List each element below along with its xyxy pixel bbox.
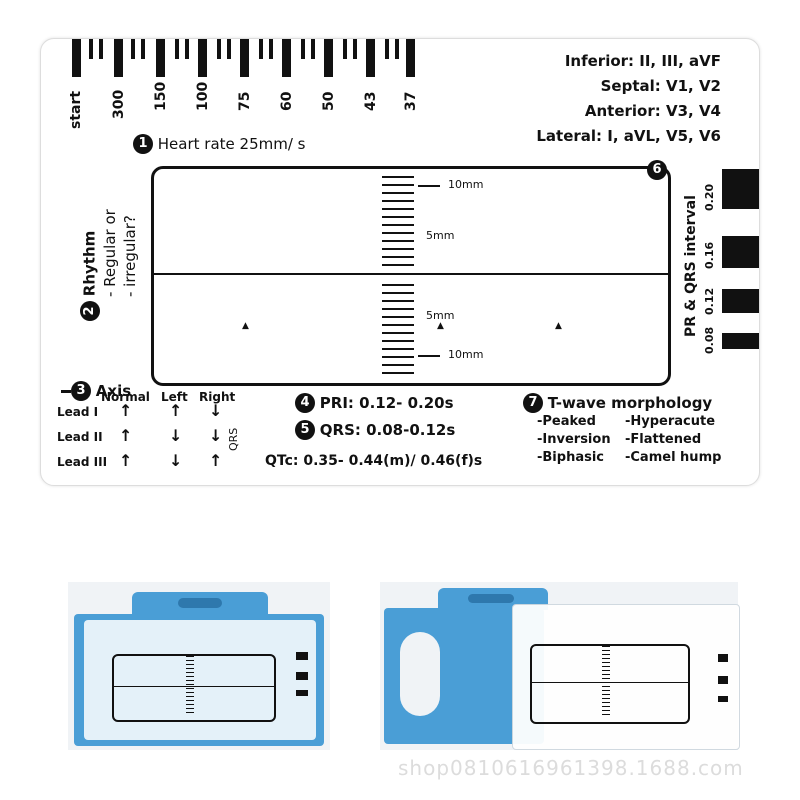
interval-value: 0.08 [703,326,716,354]
product-photo-holder-open [380,582,740,750]
qtc-text: QTc: 0.35- 0.44(m)/ 0.46(f)s [265,453,483,469]
axis-section-title: 3 Axis [61,381,131,401]
twave-list-right: -Hyperacute -Flattened -Camel hump [625,413,721,467]
axis-arrow: ↑ [119,401,133,420]
axis-lead-label: Lead I [57,405,99,419]
lead-group-anterior: Anterior: V3, V4 [584,102,721,120]
label-10mm-top: 10mm [448,178,484,191]
ruler-tick-label: 75 [237,91,253,111]
marker-triangle: ▲ [437,321,444,331]
lead-groups: Inferior: II, III, aVF Septal: V1, V2 An… [536,49,721,149]
axis-lead-label: Lead II [57,430,103,444]
lead-group-lateral: Lateral: I, aVL, V5, V6 [536,127,721,145]
twave-title: T-wave morphology [547,394,713,412]
ruler-tick-label: 150 [153,81,169,111]
twave-item: -Inversion [537,432,611,447]
rhythm-line-2: - irregular? [120,215,139,297]
label-10mm-bottom: 10mm [448,348,484,361]
label-5mm-top: 5mm [426,229,455,242]
axis-qrs-label: QRS [227,427,240,451]
axis-title: Axis [95,382,132,400]
step-number-3: 3 [71,381,91,401]
pri-text: PRI: 0.12- 0.20s [319,394,454,412]
rhythm-line-1: - Regular or [100,209,119,297]
mini-window [530,644,690,724]
twave-item: -Peaked [537,414,596,429]
marker-triangle: ▲ [242,321,249,331]
axis-arrow: ↑ [169,401,183,420]
ruler-tick-label: 50 [321,91,337,111]
step-number-1: 1 [133,134,153,154]
heart-rate-label: Heart rate 25mm/ s [157,135,306,153]
axis-header-left: Left [161,390,188,404]
interval-bar-008 [722,333,759,349]
axis-arrow: ↑ [209,451,223,470]
qrs-section: 5 QRS: 0.08-0.12s [295,420,455,440]
window-baseline [154,273,668,275]
lead-group-inferior: Inferior: II, III, aVF [564,52,721,70]
step-number-5: 5 [295,420,315,440]
ruler-tick-label: 43 [363,91,379,111]
axis-arrow: ↓ [169,451,183,470]
measuring-window: 10mm 5mm 5mm 10mm ▲ ▲ ▲ [151,166,671,386]
axis-arrow: ↓ [209,401,223,420]
heart-rate-ruler-bars [72,39,415,77]
rhythm-title: Rhythm [80,230,99,297]
holder-thumb-cutout [400,632,440,716]
ruler-tick-label: 100 [195,81,211,111]
heart-rate-section: 1 Heart rate 25mm/ s [133,134,305,154]
interval-value: 0.16 [703,241,716,269]
step-number-7: 7 [523,393,543,413]
holder-slot [178,598,222,608]
watermark-text: shop0810616961398.1688.com [398,756,744,780]
interval-bar-020 [722,169,759,209]
rhythm-section: 2 Rhythm - Regular or - irregular? [79,209,140,321]
ruler-tick-label: 300 [111,89,127,119]
axis-arrow: ↑ [119,426,133,445]
twave-list-left: -Peaked -Inversion -Biphasic [537,413,611,467]
interval-bar-012 [722,289,759,313]
twave-item: -Biphasic [537,450,604,465]
axis-header-right: Right [199,390,236,404]
twave-item: -Camel hump [625,450,722,465]
twave-item: -Hyperacute [625,414,716,429]
twave-item: -Flattened [625,432,702,447]
axis-arrow: ↑ [119,451,133,470]
axis-arrow: ↓ [169,426,183,445]
lead-group-septal: Septal: V1, V2 [600,77,721,95]
interval-value: 0.20 [703,183,716,211]
ruler-tick-label: 60 [279,91,295,111]
label-5mm-bottom: 5mm [426,309,455,322]
step-number-2: 2 [79,301,100,321]
axis-header-normal: Normal [101,390,150,404]
mm-scale [382,176,414,374]
step-number-6: 6 [647,159,667,180]
ruler-tick-label: 37 [403,91,419,111]
window-step-marker: 6 [647,159,667,180]
product-photo-holder-front [68,582,330,750]
mini-window [112,654,276,722]
interval-bar-016 [722,236,759,268]
axis-lead-label: Lead III [57,455,108,469]
axis-arrow: ↓ [209,426,223,445]
ecg-ruler-card: start 300 150 100 75 60 50 43 37 Inferio… [40,38,760,486]
interval-title: PR & QRS interval [683,195,699,337]
twave-section-title: 7 T-wave morphology [523,393,712,413]
step-number-4: 4 [295,393,315,413]
interval-value: 0.12 [703,287,716,315]
holder-slot [468,594,514,603]
card-sliding-out [512,604,740,750]
ruler-start-label: start [68,90,84,129]
pri-section: 4 PRI: 0.12- 0.20s [295,393,454,413]
qrs-text: QRS: 0.08-0.12s [319,421,456,439]
marker-triangle: ▲ [555,321,562,331]
